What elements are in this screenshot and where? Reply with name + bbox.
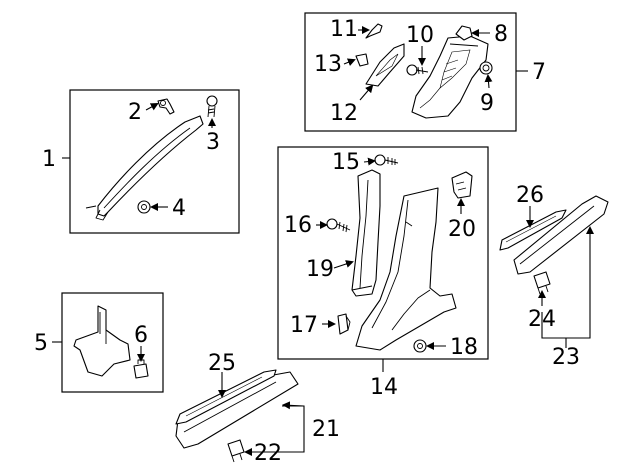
leader-lines [52,26,594,456]
callout-15: 15 [332,150,360,175]
callout-4: 4 [172,196,186,221]
part-22-clip [227,439,245,463]
part-2-clip [157,98,175,115]
callout-21: 21 [312,417,340,442]
callout-6: 6 [134,323,148,348]
part-12-cover [365,43,405,87]
part-11-screw [365,23,383,39]
part-14-b-pillar-lower-trim [355,187,457,351]
part-7-c-pillar-trim [411,35,489,119]
callout-9: 9 [480,91,494,116]
callout-11: 11 [330,17,358,42]
part-6-clip [133,359,149,379]
callout-8: 8 [494,22,508,47]
callout-20: 20 [448,217,476,242]
part-26-sill-strip [499,209,567,251]
callout-26: 26 [516,183,544,208]
part-17-clip [337,313,351,335]
part-1-a-pillar-trim [85,115,204,221]
callout-7: 7 [532,60,546,85]
callout-22: 22 [254,441,282,466]
part-24-clip [533,271,551,295]
callout-25: 25 [208,351,236,376]
part-18-nut [413,339,427,353]
callout-23: 23 [552,345,580,370]
callout-12: 12 [330,101,358,126]
part-15-bolt [374,154,399,166]
part-16-bolt [326,218,351,233]
callout-3: 3 [206,130,220,155]
part-4-nut [137,200,151,214]
part-10-screw [406,64,429,76]
group-box-c-pillar [304,12,517,132]
callout-13: 13 [314,52,342,77]
part-13-clip [355,53,369,67]
group-box-a-pillar [69,89,240,234]
callout-24: 24 [528,307,556,332]
callout-16: 16 [284,213,312,238]
callout-17: 17 [290,313,318,338]
part-19-b-pillar-upper-trim [351,169,381,297]
part-3-screw [206,95,218,118]
callout-10: 10 [406,23,434,48]
part-20-clip [451,171,473,199]
part-9-grommet [479,61,493,75]
callout-14: 14 [370,375,398,400]
callout-1: 1 [42,147,56,172]
callout-18: 18 [450,335,478,360]
callout-19: 19 [306,257,334,282]
callout-2: 2 [128,100,142,125]
part-23-rear-sill-plate [513,195,609,275]
part-5-kick-panel [73,305,131,377]
callout-5: 5 [34,331,48,356]
